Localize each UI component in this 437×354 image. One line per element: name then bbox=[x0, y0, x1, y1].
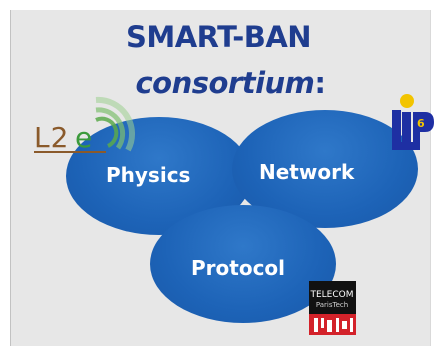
title-line2: consortium: bbox=[12, 66, 437, 100]
svg-text:L2: L2 bbox=[34, 121, 69, 154]
protocol-ellipse bbox=[150, 205, 336, 323]
svg-text:e: e bbox=[75, 121, 92, 154]
telecom-text: TELECOM bbox=[309, 290, 353, 300]
paristech-text: ParisTech bbox=[316, 301, 348, 309]
protocol-label: Protocol bbox=[191, 256, 286, 280]
title-colon: : bbox=[314, 66, 326, 100]
title-consortium: consortium bbox=[135, 66, 315, 100]
physics-label: Physics bbox=[106, 163, 191, 187]
svg-text:6: 6 bbox=[417, 117, 425, 130]
network-label: Network bbox=[259, 160, 355, 184]
title-line1: SMART-BAN bbox=[125, 20, 312, 54]
